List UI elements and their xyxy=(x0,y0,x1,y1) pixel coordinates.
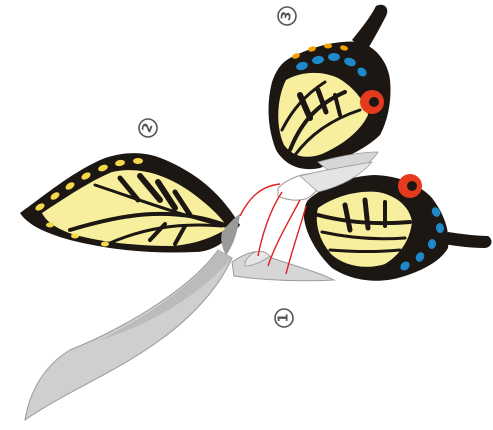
step-marker-3: 3 xyxy=(278,7,296,25)
string-tail xyxy=(258,192,282,256)
top-wing-part xyxy=(269,5,391,178)
step-marker-1: 1 xyxy=(275,309,293,327)
right-wing-part xyxy=(304,174,491,281)
step-marker-2: 2 xyxy=(139,119,157,137)
top-wing-eyespot xyxy=(360,90,384,114)
tail-part xyxy=(25,250,334,420)
left-wing-part xyxy=(20,153,240,255)
right-wing-eyespot xyxy=(398,174,422,198)
string-left-wing xyxy=(240,184,280,216)
string-right-wing xyxy=(286,206,306,274)
right-wing-tail-tip xyxy=(444,232,491,248)
step-number-1: 1 xyxy=(277,313,292,322)
